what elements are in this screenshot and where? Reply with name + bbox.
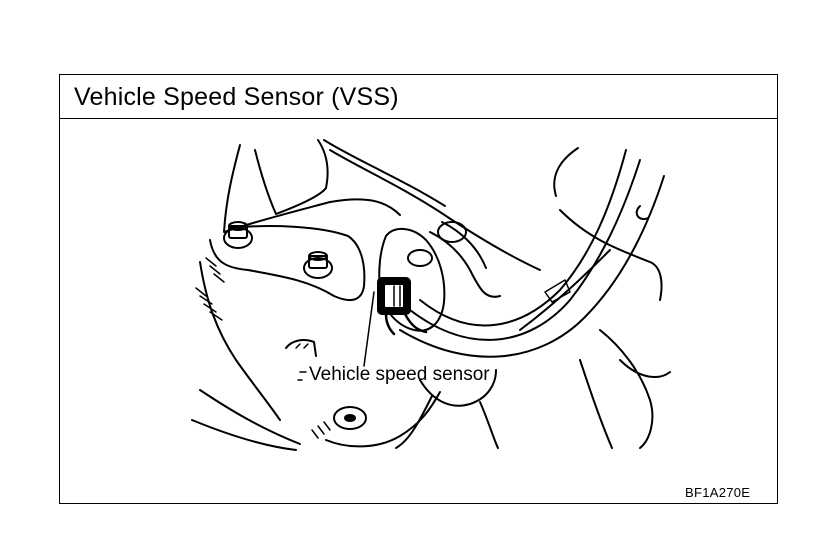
figure-frame bbox=[59, 74, 778, 504]
housing-ribs-2 bbox=[205, 257, 225, 283]
right-lower-3 bbox=[579, 359, 613, 449]
lower-boss bbox=[419, 369, 497, 407]
harness-clamp bbox=[437, 221, 467, 243]
lug bbox=[285, 339, 317, 357]
housing-ribs bbox=[195, 287, 223, 321]
cable-bracket bbox=[544, 279, 571, 303]
callout-leader bbox=[363, 291, 375, 367]
right-arc bbox=[553, 147, 579, 197]
lower-bolt bbox=[333, 406, 367, 430]
lower-ribs bbox=[311, 421, 331, 439]
figure-title: Vehicle Speed Sensor (VSS) bbox=[74, 83, 399, 111]
left-lower-housing-2 bbox=[191, 419, 297, 451]
bracket-lower bbox=[199, 261, 281, 421]
bolt-right bbox=[303, 251, 333, 279]
right-lower bbox=[599, 329, 654, 449]
harness-tube-lower bbox=[441, 221, 487, 269]
cable-2 bbox=[409, 159, 641, 341]
lower-bolt-head bbox=[344, 414, 356, 422]
lower-arm bbox=[395, 395, 433, 449]
lower-arm-2 bbox=[479, 401, 499, 449]
left-lower-housing bbox=[199, 389, 301, 445]
figure-code: BF1A270E bbox=[685, 485, 751, 500]
right-housing bbox=[559, 209, 663, 301]
lower-plate bbox=[325, 391, 441, 448]
bolt-left bbox=[223, 221, 253, 249]
vss-body bbox=[377, 228, 446, 336]
housing-ridge bbox=[254, 139, 329, 215]
housing-edge bbox=[329, 149, 541, 271]
cable-1 bbox=[419, 149, 627, 327]
lug-2 bbox=[295, 343, 309, 349]
right-hook bbox=[635, 205, 649, 220]
dash-left bbox=[297, 371, 307, 381]
housing-edge-2 bbox=[323, 139, 446, 207]
vss-callout-label: Vehicle speed sensor bbox=[309, 364, 490, 385]
cable-4 bbox=[519, 249, 611, 331]
title-bar bbox=[59, 74, 778, 119]
housing-outline bbox=[223, 144, 401, 233]
right-lower-2 bbox=[619, 359, 671, 378]
cable-3 bbox=[399, 175, 665, 358]
bracket-plate bbox=[209, 225, 366, 302]
